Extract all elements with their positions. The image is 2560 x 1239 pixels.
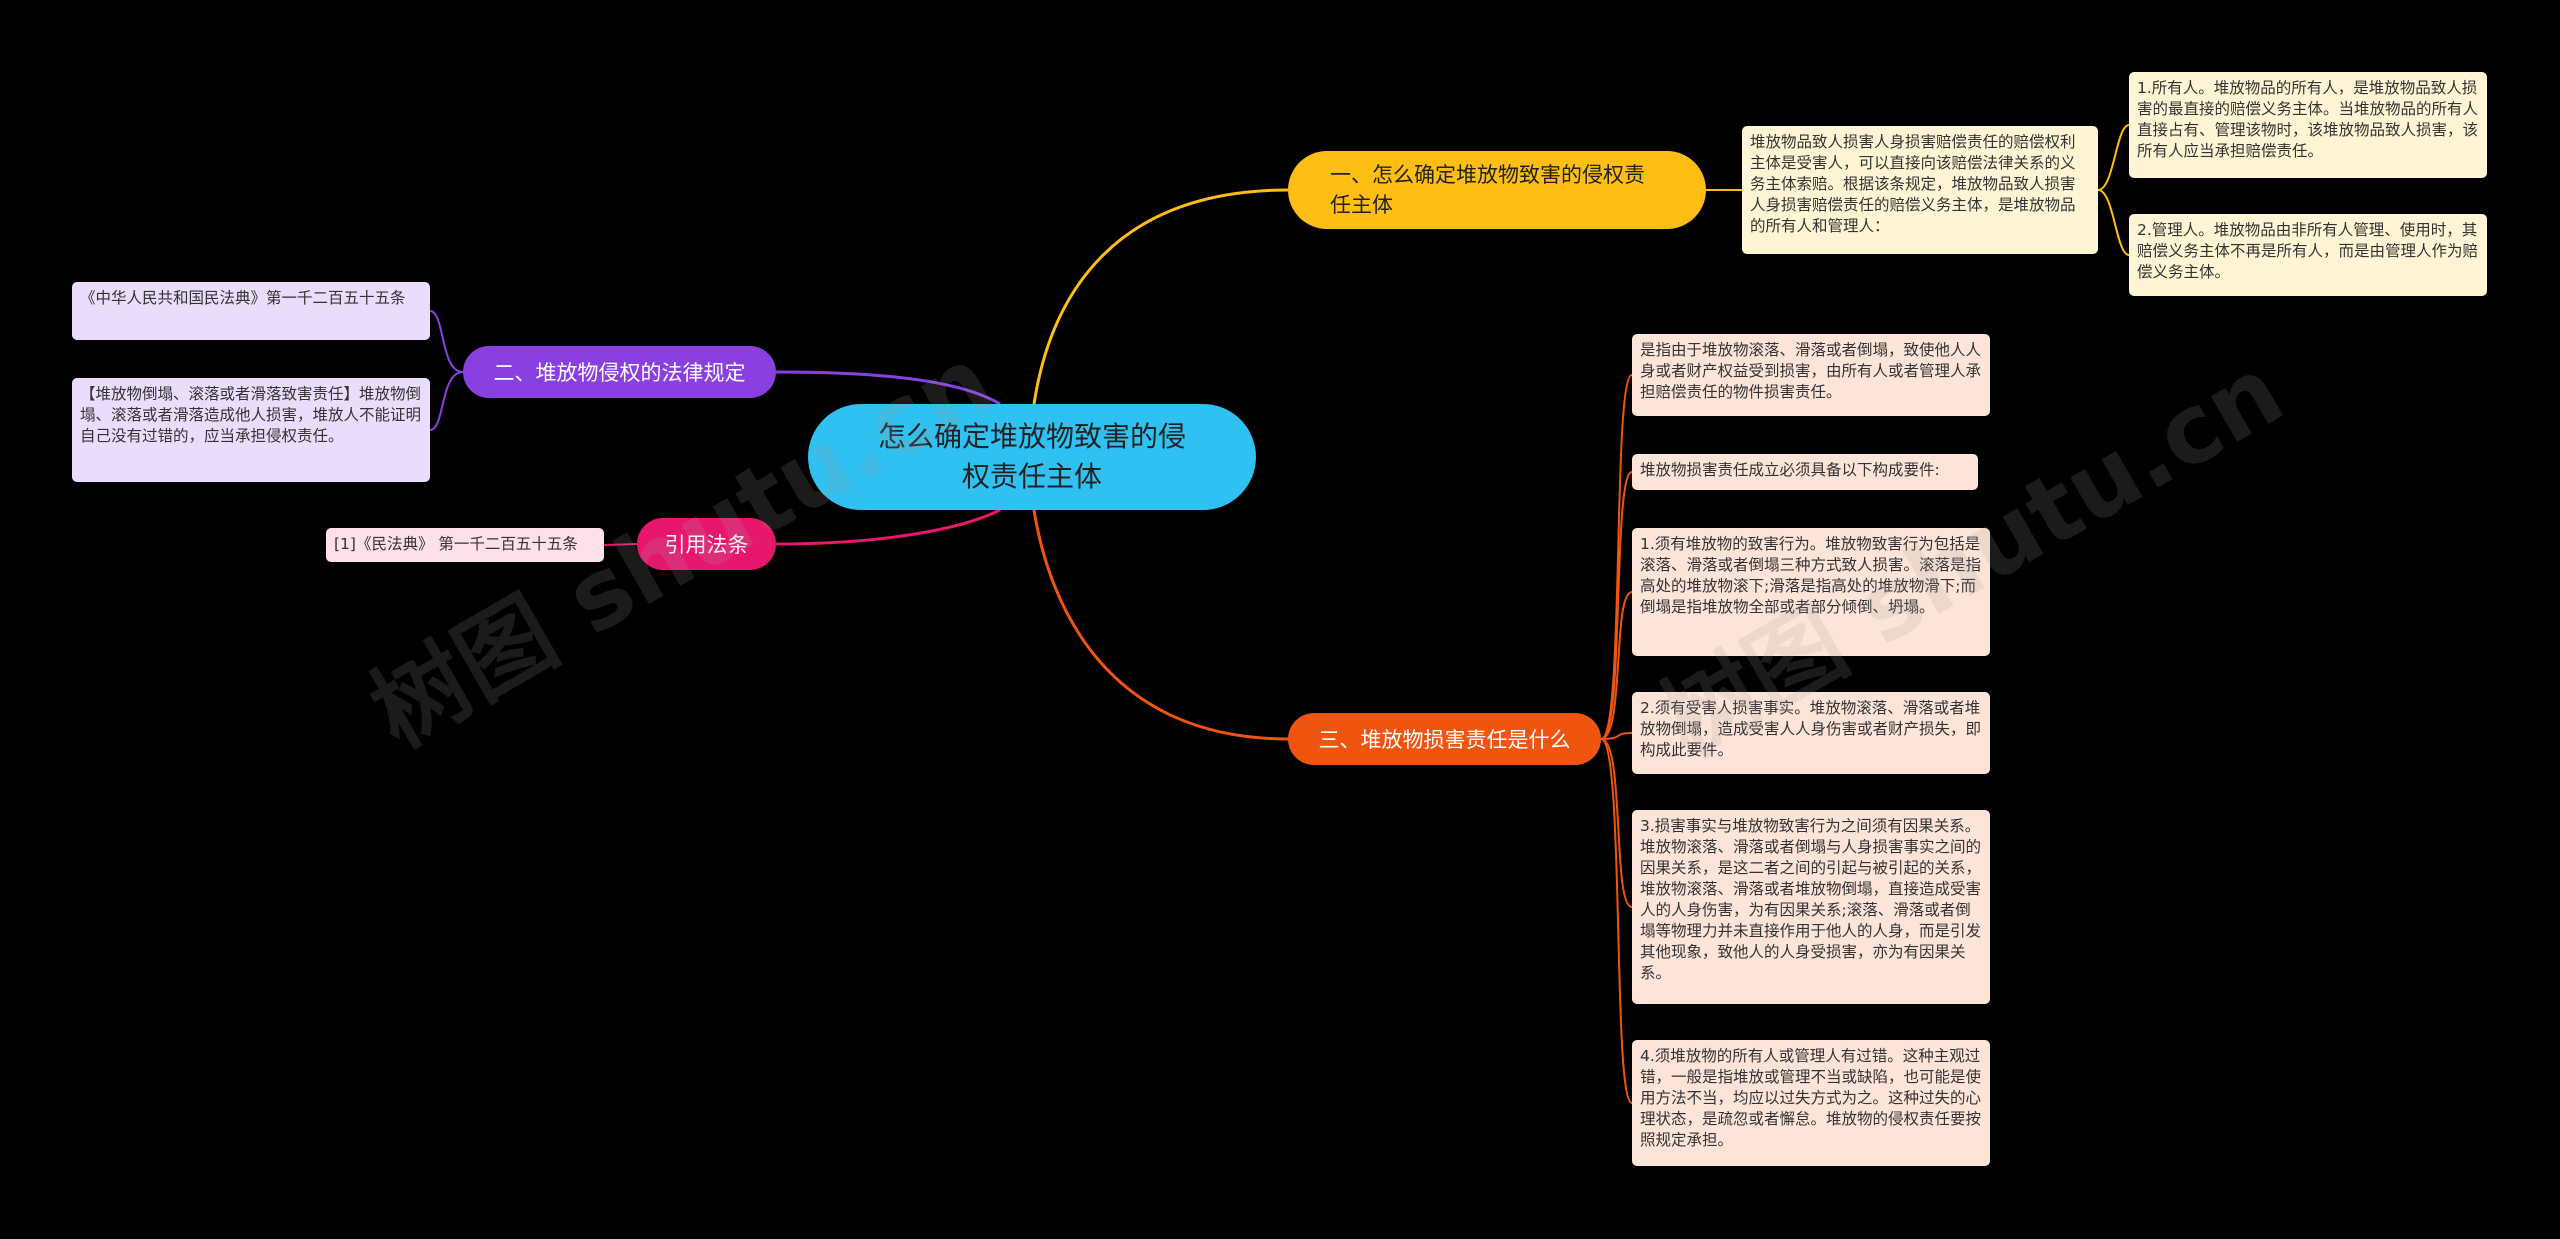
connector-root-b1 [1032, 188, 1289, 405]
branch-1-leaf[interactable]: 堆放物品致人损害人身损害赔偿责任的赔偿权利主体是受害人，可以直接向该赔偿法律关系… [1742, 126, 2098, 254]
connector-b4-leaf-5 [1600, 738, 1633, 908]
branch-4-leaf-requirement-4[interactable]: 4.须堆放物的所有人或管理人有过错。这种主观过错，一般是指堆放或管理不当或缺陷，… [1632, 1040, 1990, 1166]
connector-leaf-sub2 [2097, 189, 2130, 256]
connector-root-b4 [1032, 509, 1289, 741]
branch-1-topic[interactable]: 一、怎么确定堆放物致害的侵权责任主体 [1288, 151, 1706, 229]
connector-leaf-sub1 [2097, 124, 2130, 191]
connector-b2-leaf1 [429, 310, 464, 373]
connector-root-b2 [775, 370, 1001, 406]
connector-b4-leaf-1 [1600, 374, 1633, 740]
branch-1-subleaf-manager[interactable]: 2.管理人。堆放物品由非所有人管理、使用时，其赔偿义务主体不再是所有人，而是由管… [2129, 214, 2487, 296]
connector-b4-leaf-6 [1600, 738, 1633, 1104]
branch-2-leaf-law-text[interactable]: 【堆放物倒塌、滚落或者滑落致害责任】堆放物倒塌、滚落或者滑落造成他人损害，堆放人… [72, 378, 430, 482]
branch-4-leaf-requirements-intro[interactable]: 堆放物损害责任成立必须具备以下构成要件: [1632, 454, 1978, 490]
branch-3-leaf-citation[interactable]: [1]《民法典》 第一千二百五十五条 [326, 528, 604, 562]
branch-4-leaf-definition[interactable]: 是指由于堆放物滚落、滑落或者倒塌，致使他人人身或者财产权益受到损害，由所有人或者… [1632, 334, 1990, 416]
connector-b4-leaf-3 [1600, 591, 1633, 740]
branch-4-topic[interactable]: 三、堆放物损害责任是什么 [1288, 713, 1601, 765]
branch-4-leaf-requirement-1[interactable]: 1.须有堆放物的致害行为。堆放物致害行为包括是滚落、滑落或者倒塌三种方式致人损害… [1632, 528, 1990, 656]
branch-1-subleaf-owner[interactable]: 1.所有人。堆放物品的所有人，是堆放物品致人损害的最直接的赔偿义务主体。当堆放物… [2129, 72, 2487, 178]
branch-4-leaf-requirement-3[interactable]: 3.损害事实与堆放物致害行为之间须有因果关系。堆放物滚落、滑落或者倒塌与人身损害… [1632, 810, 1990, 1004]
branch-4-leaf-requirement-2[interactable]: 2.须有受害人损害事实。堆放物滚落、滑落或者堆放物倒塌，造成受害人人身伤害或者财… [1632, 692, 1990, 774]
connector-b4-leaf-2 [1600, 471, 1633, 740]
connector-b4-leaf-4 [1600, 732, 1633, 740]
root-topic[interactable]: 怎么确定堆放物致害的侵权责任主体 [808, 404, 1256, 510]
connector-b2-leaf2 [429, 371, 464, 431]
branch-2-topic[interactable]: 二、堆放物侵权的法律规定 [463, 346, 776, 398]
branch-2-leaf-law-title[interactable]: 《中华人民共和国民法典》第一千二百五十五条 [72, 282, 430, 340]
connector-root-b3 [775, 508, 1001, 546]
connector-b3-leaf [603, 543, 638, 546]
branch-3-topic[interactable]: 引用法条 [637, 518, 776, 570]
